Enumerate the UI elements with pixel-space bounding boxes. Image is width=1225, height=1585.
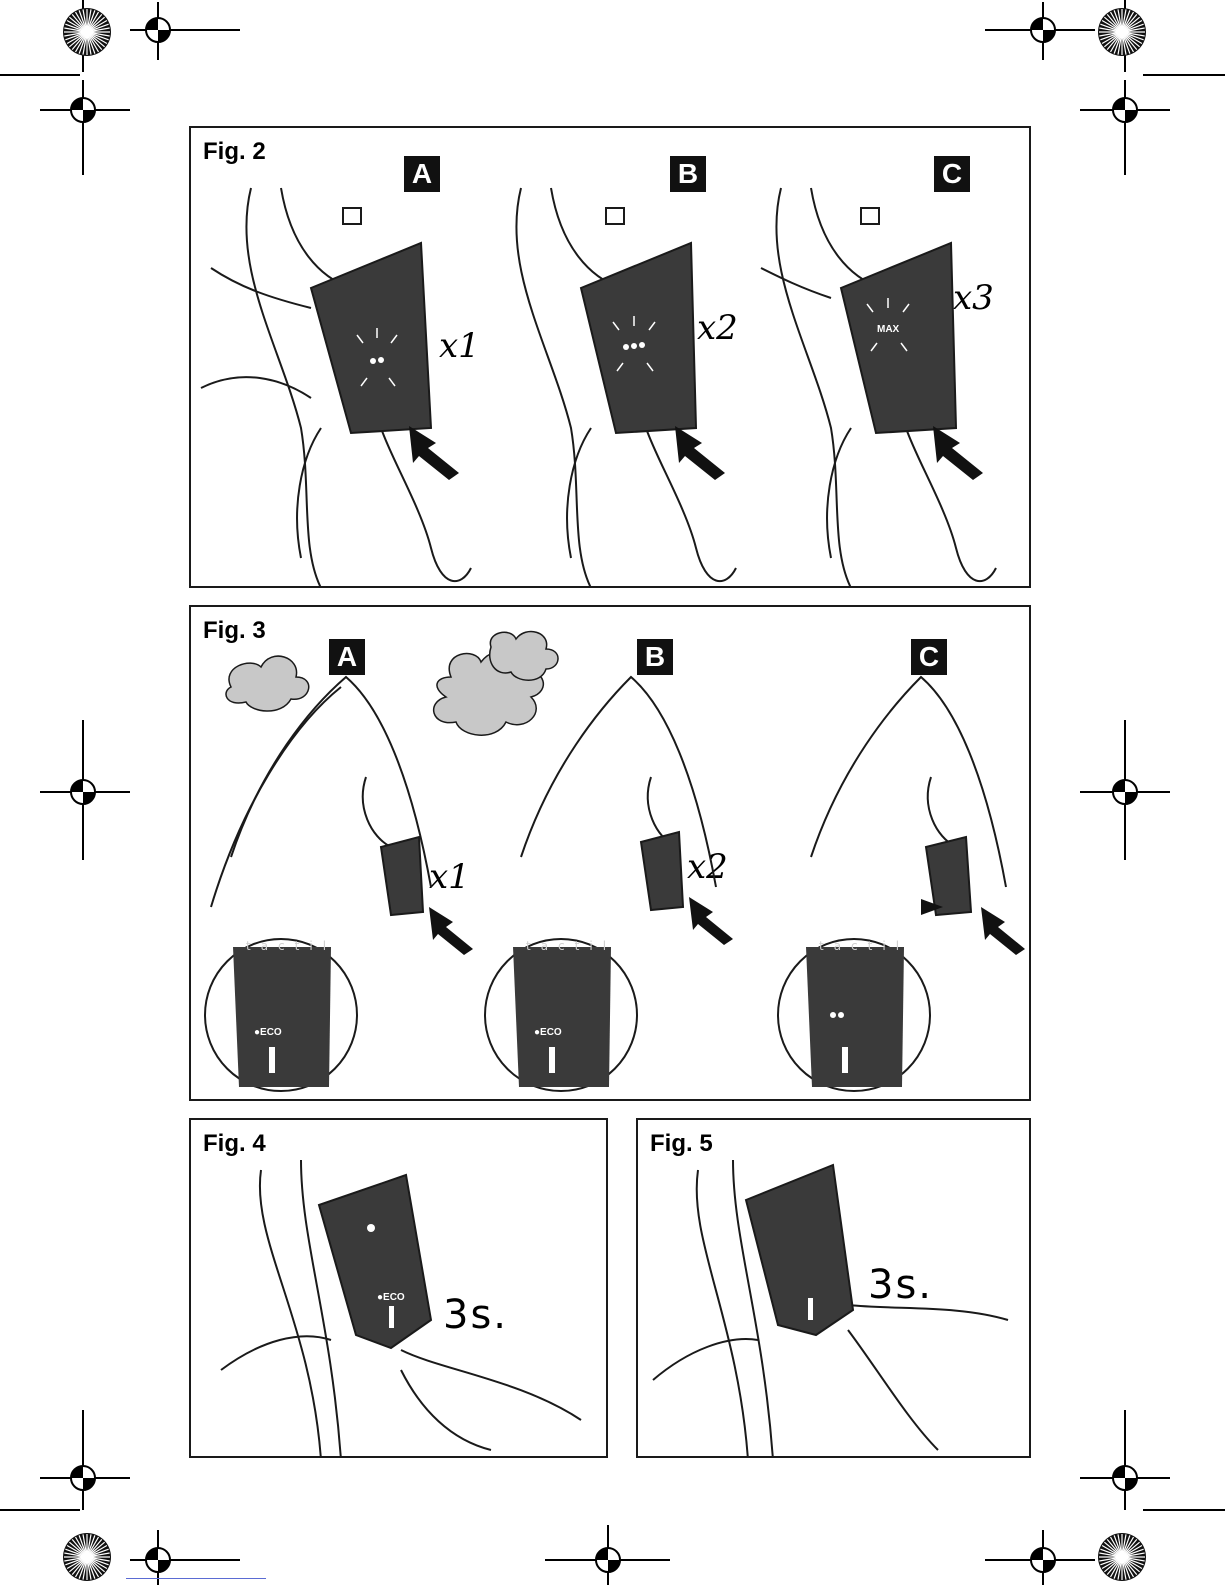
fig2-panel: Fig. 2 A B C x1 x2 x3 bbox=[189, 126, 1031, 588]
fig3-eco-label-b: ●ECO bbox=[534, 1027, 562, 1038]
fig3-brand-c: tactil bbox=[819, 939, 909, 953]
fig3-brand-a: tactil bbox=[246, 939, 336, 953]
fig2-illustration: MAX bbox=[191, 128, 1031, 588]
fig2-max-label: MAX bbox=[877, 324, 900, 335]
fig3-illustration: ●ECO ●ECO bbox=[191, 607, 1031, 1101]
fig3-panel: Fig. 3 A B C x1 x2 bbox=[189, 605, 1031, 1101]
fig5-panel: Fig. 5 3s. bbox=[636, 1118, 1031, 1458]
fig5-illustration bbox=[638, 1120, 1031, 1458]
fig3-eco-label-a: ●ECO bbox=[254, 1027, 282, 1038]
fig3-brand-b: tactil bbox=[526, 939, 616, 953]
fig4-eco-label: ●ECO bbox=[377, 1292, 405, 1303]
bottom-link-underline bbox=[126, 1578, 266, 1579]
fig4-panel: Fig. 4 3s. ●ECO bbox=[189, 1118, 608, 1458]
fig4-illustration: ●ECO bbox=[191, 1120, 608, 1458]
